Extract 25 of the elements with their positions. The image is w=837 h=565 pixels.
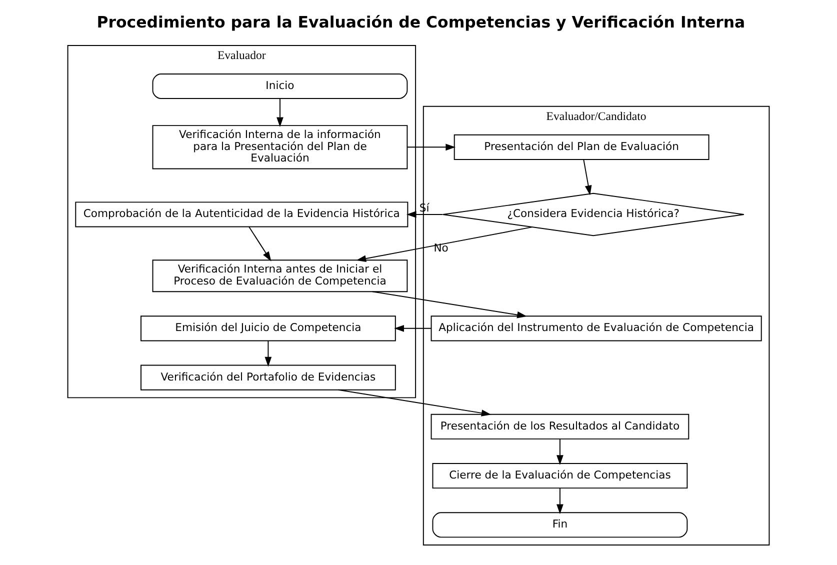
arrow <box>583 159 592 196</box>
arrow <box>276 98 284 128</box>
node-box: Cierre de la Evaluación de Competencias <box>432 463 688 489</box>
node-box: Inicio <box>152 74 408 100</box>
node-box: Comprobación de la Autenticidad de la Evidencia Histórica <box>75 202 408 228</box>
node-box: Presentación de los Resultados al Candidato <box>430 414 690 440</box>
arrow <box>372 291 527 318</box>
arrow <box>394 324 432 332</box>
node-box: Verificación Interna de la información para la Presentación del Plan de Evaluación <box>152 125 408 170</box>
node-box: Verificación Interna antes de Iniciar el Proceso de Evaluación de Competencia <box>152 260 408 292</box>
arrow <box>556 488 564 514</box>
edge-label: No <box>434 241 448 254</box>
node-box: Presentación del Plan de Evaluación <box>454 134 710 160</box>
arrow <box>248 226 272 262</box>
node-box: Aplicación del Instrumento de Evaluación de Competencia <box>430 316 762 342</box>
arrow <box>264 340 272 367</box>
arrow <box>406 211 444 218</box>
arrow <box>356 226 533 262</box>
arrow <box>406 144 456 151</box>
node-box: Fin <box>432 512 688 538</box>
diagram-title: Procedimiento para la Evaluación de Competencias y Verificación Interna <box>96 12 746 32</box>
node-box: Emisión del Juicio de Competencia <box>140 316 396 342</box>
node-box: Verificación del Portafolio de Evidencias <box>140 364 396 390</box>
arrow <box>556 438 564 465</box>
node-diamond: ¿Considera Evidencia Histórica? <box>442 192 744 236</box>
